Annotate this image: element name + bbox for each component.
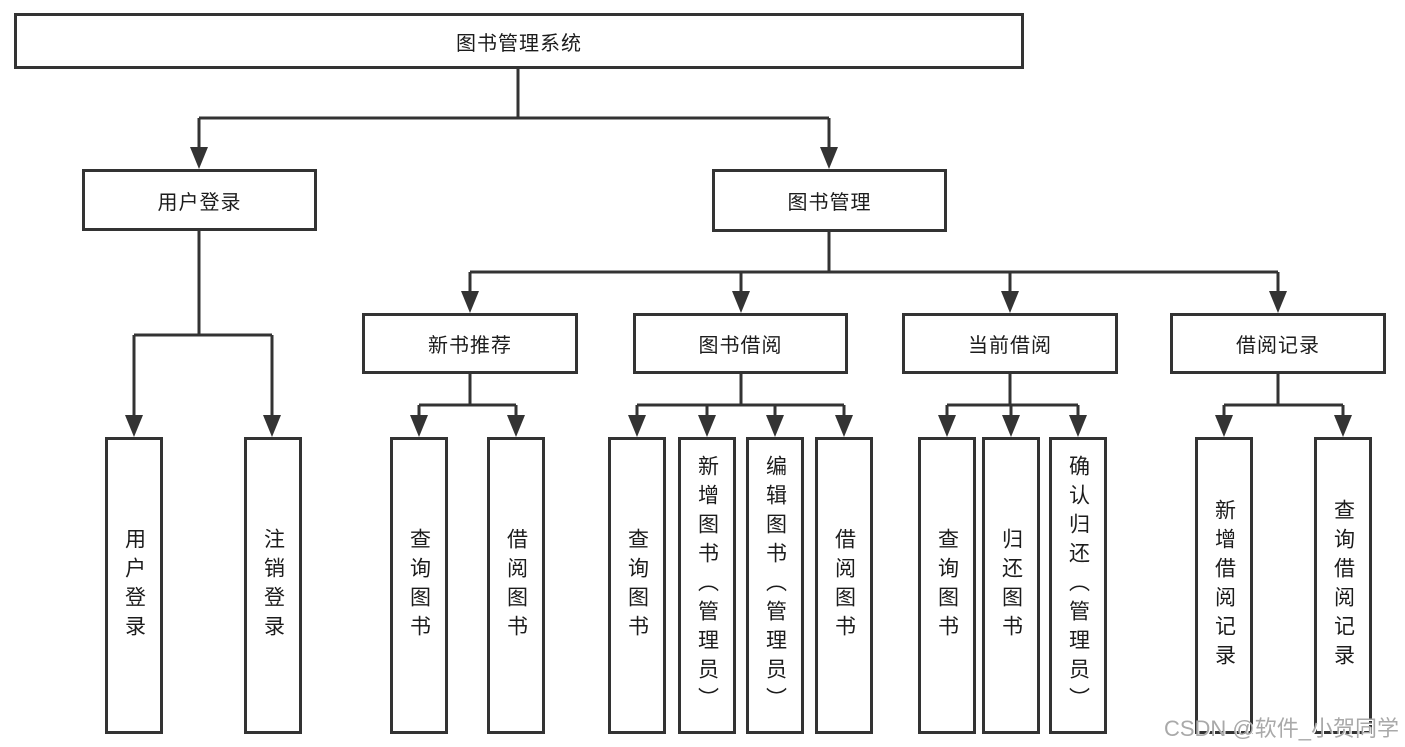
leaf-return-book-label: 归还图书 xyxy=(999,527,1023,644)
leaf-query-book-recommend: 查询图书 xyxy=(390,437,448,734)
leaf-edit-book-admin: 编辑图书（管理员） xyxy=(746,437,804,734)
leaf-query-book-recommend-label: 查询图书 xyxy=(407,527,431,644)
leaf-confirm-return-admin: 确认归还（管理员） xyxy=(1049,437,1107,734)
node-current-borrow: 当前借阅 xyxy=(902,313,1118,374)
leaf-query-book-borrow: 查询图书 xyxy=(608,437,666,734)
leaf-query-borrow-record: 查询借阅记录 xyxy=(1314,437,1372,734)
node-borrow-record: 借阅记录 xyxy=(1170,313,1386,374)
leaf-add-book-admin: 新增图书（管理员） xyxy=(678,437,736,734)
leaf-borrow-book-label: 借阅图书 xyxy=(832,527,856,644)
node-book-management: 图书管理 xyxy=(712,169,947,232)
leaf-edit-book-admin-label: 编辑图书（管理员） xyxy=(763,455,787,716)
leaf-query-book-current: 查询图书 xyxy=(918,437,976,734)
leaf-logout: 注销登录 xyxy=(244,437,302,734)
leaf-confirm-return-admin-label: 确认归还（管理员） xyxy=(1066,455,1090,716)
leaf-user-login-label: 用户登录 xyxy=(122,527,146,644)
leaf-borrow-book-recommend-label: 借阅图书 xyxy=(504,527,528,644)
leaf-user-login: 用户登录 xyxy=(105,437,163,734)
leaf-add-borrow-record-label: 新增借阅记录 xyxy=(1212,498,1236,673)
node-root-system: 图书管理系统 xyxy=(14,13,1024,69)
leaf-logout-label: 注销登录 xyxy=(261,527,285,644)
node-book-borrow: 图书借阅 xyxy=(633,313,848,374)
node-new-book-recommend: 新书推荐 xyxy=(362,313,578,374)
leaf-borrow-book-recommend: 借阅图书 xyxy=(487,437,545,734)
node-user-login: 用户登录 xyxy=(82,169,317,231)
leaf-query-book-current-label: 查询图书 xyxy=(935,527,959,644)
csdn-watermark: CSDN @软件_小贺同学 xyxy=(1163,716,1399,741)
leaf-return-book: 归还图书 xyxy=(982,437,1040,734)
leaf-borrow-book: 借阅图书 xyxy=(815,437,873,734)
leaf-query-book-borrow-label: 查询图书 xyxy=(625,527,649,644)
leaf-add-borrow-record: 新增借阅记录 xyxy=(1195,437,1253,734)
leaf-add-book-admin-label: 新增图书（管理员） xyxy=(695,455,719,716)
leaf-query-borrow-record-label: 查询借阅记录 xyxy=(1331,498,1355,673)
